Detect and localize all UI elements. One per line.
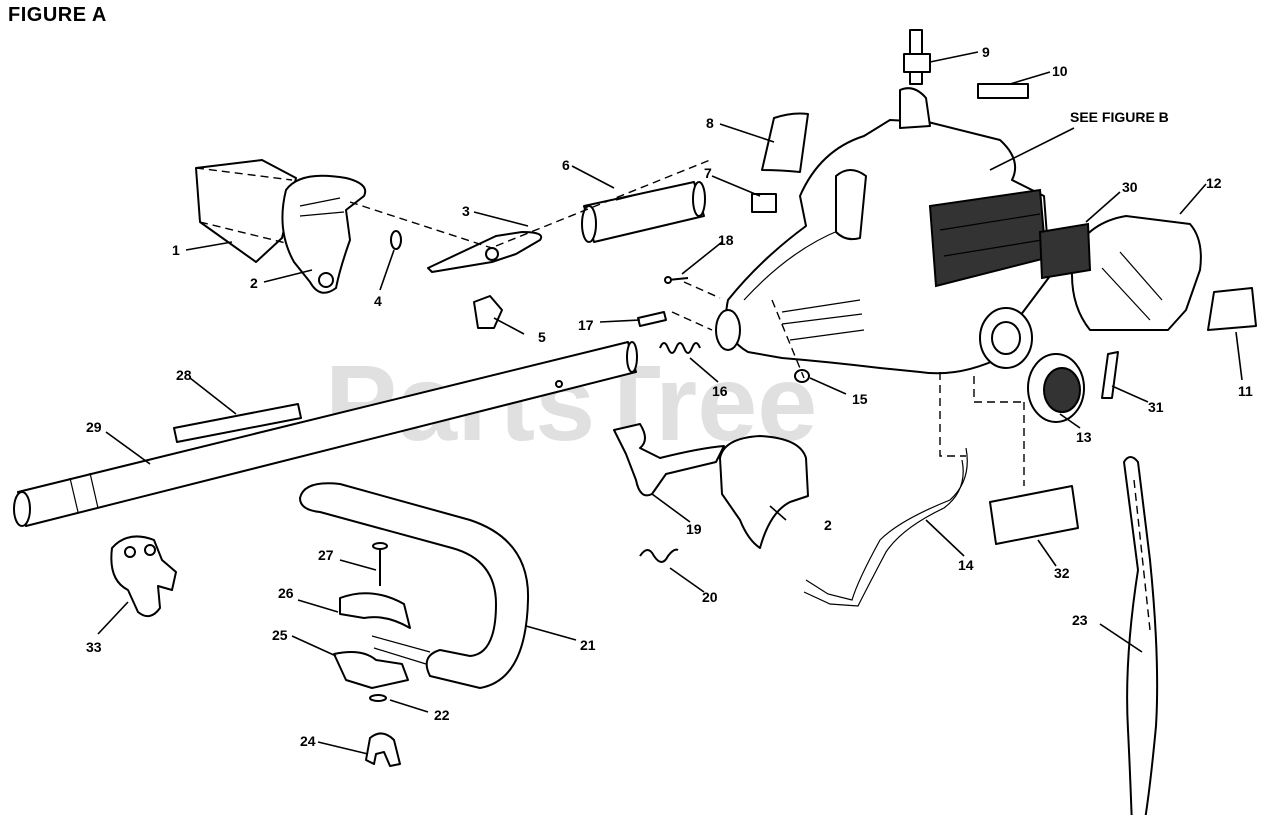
- throttle-cable-housing[interactable]: [195, 159, 297, 263]
- callout-21: 21: [580, 637, 596, 653]
- handle-clip[interactable]: [369, 694, 387, 702]
- callout-19: 19: [686, 521, 702, 537]
- callout-7: 7: [704, 165, 712, 181]
- starter-decal-strip[interactable]: [1101, 351, 1119, 399]
- trigger-spring[interactable]: [390, 230, 402, 250]
- starter-pulley[interactable]: [979, 307, 1033, 369]
- engine-assembly[interactable]: [715, 87, 1051, 375]
- engine-decal-curved[interactable]: [761, 112, 809, 173]
- handle-bolt[interactable]: [372, 542, 388, 586]
- callout-10: 10: [1052, 63, 1068, 79]
- callout-15: 15: [852, 391, 868, 407]
- drive-shaft-tube[interactable]: [13, 341, 638, 527]
- callout-6: 6: [562, 157, 570, 173]
- starter-decal-square[interactable]: [1207, 287, 1257, 331]
- callout-9: 9: [982, 44, 990, 60]
- trigger-return-spring[interactable]: [639, 548, 679, 563]
- callout-4: 4: [374, 293, 382, 309]
- engine-decal-small[interactable]: [751, 193, 777, 213]
- fuel-line[interactable]: [803, 372, 968, 607]
- callout-20: 20: [702, 589, 718, 605]
- callout-14: 14: [958, 557, 974, 573]
- throttle-trigger[interactable]: [427, 231, 543, 273]
- callout-31: 31: [1148, 399, 1164, 415]
- housing-nut[interactable]: [794, 369, 810, 383]
- handle-bracket-lower[interactable]: [333, 651, 409, 689]
- throttle-handle-half-right[interactable]: [719, 435, 809, 549]
- callout-13: 13: [1076, 429, 1092, 445]
- clutch-spring[interactable]: [659, 342, 701, 354]
- callout-8: 8: [706, 115, 714, 131]
- loop-handle[interactable]: [299, 482, 530, 689]
- callout-1: 1: [172, 242, 180, 258]
- throttle-lever[interactable]: [613, 423, 725, 497]
- clutch-shoe-screw[interactable]: [637, 311, 667, 327]
- callout-28: 28: [176, 367, 192, 383]
- shoulder-strap[interactable]: [1123, 456, 1159, 815]
- housing-screw[interactable]: [664, 276, 689, 284]
- callout-33: 33: [86, 639, 102, 655]
- figure-title: FIGURE A: [8, 4, 107, 26]
- callout-3: 3: [462, 203, 470, 219]
- callout-30: 30: [1122, 179, 1138, 195]
- throttle-handle-half-left[interactable]: [281, 174, 367, 294]
- callout-22: 22: [434, 707, 450, 723]
- spark-plug[interactable]: [903, 29, 931, 85]
- callout-2-handle-half: 2: [824, 517, 832, 533]
- foam-grip[interactable]: [581, 181, 706, 243]
- callout-5: 5: [538, 329, 546, 345]
- engine-decal-label[interactable]: [977, 83, 1029, 99]
- callout-17: 17: [578, 317, 594, 333]
- engine-warning-decal[interactable]: [989, 485, 1079, 545]
- ignition-switch[interactable]: [473, 295, 503, 329]
- starter-decal-rect[interactable]: [1038, 222, 1092, 280]
- handle-bracket-upper[interactable]: [339, 592, 411, 629]
- shaft-clamp-knob[interactable]: [110, 535, 177, 618]
- starter-cap[interactable]: [1027, 353, 1085, 423]
- callout-29: 29: [86, 419, 102, 435]
- callout-11: 11: [1238, 383, 1253, 399]
- callout-2-throttle-housing: 2: [250, 275, 258, 291]
- callout-25: 25: [272, 627, 288, 643]
- callout-26: 26: [278, 585, 294, 601]
- callout-12: 12: [1206, 175, 1222, 191]
- callout-16: 16: [712, 383, 728, 399]
- callout-23: 23: [1072, 612, 1088, 628]
- callout-24: 24: [300, 733, 316, 749]
- handle-spacer[interactable]: [365, 732, 401, 767]
- see-figure-b-note: SEE FIGURE B: [1070, 109, 1169, 125]
- starter-cover[interactable]: [1071, 215, 1202, 331]
- callout-18: 18: [718, 232, 734, 248]
- callout-32: 32: [1054, 565, 1070, 581]
- callout-27: 27: [318, 547, 334, 563]
- shaft-decal[interactable]: [173, 403, 302, 443]
